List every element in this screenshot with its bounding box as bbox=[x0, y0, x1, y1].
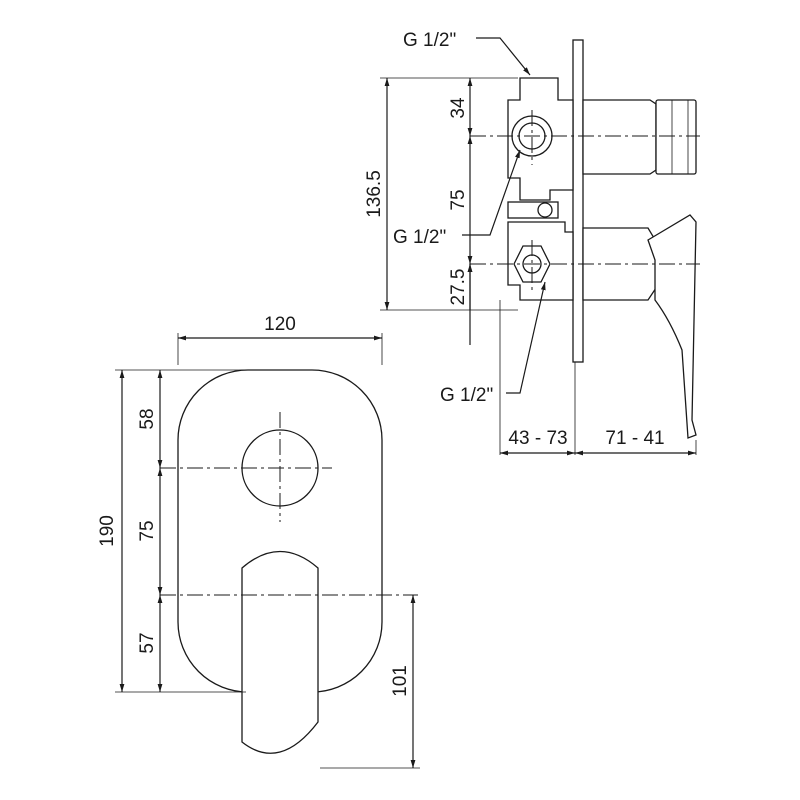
bottom-offset-label: 27.5 bbox=[448, 269, 469, 306]
body-height-label: 136.5 bbox=[364, 170, 385, 218]
lower-spindle bbox=[582, 227, 661, 301]
wall-depth-label: 43 - 73 bbox=[508, 428, 567, 449]
width-label: 120 bbox=[264, 314, 296, 335]
side-view: 136.5 34 75 27.5 43 - 73 71 - 41 G 1/2" … bbox=[364, 30, 700, 456]
lever-reach-label: 101 bbox=[390, 665, 411, 697]
top-offset-label: 34 bbox=[448, 97, 469, 119]
thread-top-leader bbox=[476, 37, 531, 76]
thread-middle-leader bbox=[462, 149, 521, 236]
upper-knob-cap bbox=[655, 99, 697, 175]
thread-bottom-leader bbox=[506, 281, 546, 394]
port-spacing-label: 75 bbox=[448, 189, 469, 210]
lever-to-bottom-label: 57 bbox=[137, 632, 158, 653]
projection-label: 71 - 41 bbox=[605, 428, 664, 449]
side-wall-plate bbox=[572, 39, 584, 363]
front-view: 120 190 58 75 57 101 bbox=[97, 314, 420, 769]
thread-bottom-label: G 1/2" bbox=[440, 385, 493, 406]
lever-handle bbox=[241, 550, 319, 754]
top-to-knob-label: 58 bbox=[137, 408, 158, 429]
knob-to-lever-label: 75 bbox=[137, 520, 158, 541]
upper-spindle bbox=[582, 99, 657, 175]
height-label: 190 bbox=[97, 515, 118, 547]
thread-top-label: G 1/2" bbox=[403, 30, 456, 51]
side-lever bbox=[647, 214, 697, 439]
thread-middle-label: G 1/2" bbox=[393, 227, 446, 248]
